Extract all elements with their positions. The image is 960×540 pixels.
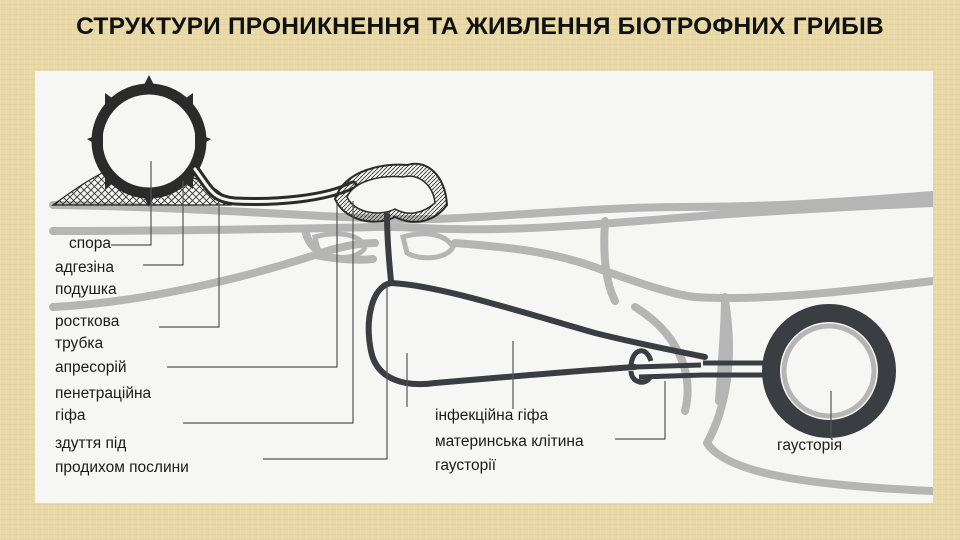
label-swelling-1: здуття під <box>55 435 127 452</box>
label-infection-hypha: інфекційна гіфа <box>435 407 549 424</box>
substomatal-swelling <box>365 280 638 388</box>
infection-hypha <box>388 280 708 360</box>
haustorium <box>762 304 896 438</box>
leader-lines <box>111 161 832 460</box>
label-haustorium: гаусторія <box>777 437 843 454</box>
label-haustorial-mother-cell-2: гаусторії <box>435 457 497 474</box>
haustorium-neck <box>703 360 763 378</box>
haustorial-mother-cell <box>628 348 704 385</box>
host-cell-walls <box>49 191 933 495</box>
label-adhesion-pad-1: адгезіна <box>55 259 114 276</box>
label-germ-tube-2: трубка <box>55 335 104 352</box>
guard-cells <box>311 231 456 261</box>
penetration-hypha <box>384 212 394 284</box>
label-spore: спора <box>69 235 112 252</box>
label-penetration-hypha-1: пенетраційна <box>55 385 152 402</box>
spore <box>87 75 211 207</box>
slide-title: СТРУКТУРИ ПРОНИКНЕННЯ ТА ЖИВЛЕННЯ БІОТРО… <box>76 13 884 40</box>
fungal-structure-diagram <box>49 75 933 495</box>
label-haustorial-mother-cell-1: материнська клітина <box>435 433 584 450</box>
appressorium <box>333 162 449 223</box>
label-penetration-hypha-2: гіфа <box>55 407 86 424</box>
label-appressorium: апресорій <box>55 359 127 376</box>
label-swelling-2: продихом послини <box>55 459 189 476</box>
label-adhesion-pad-2: подушка <box>55 281 117 298</box>
label-germ-tube-1: росткова <box>55 313 120 330</box>
diagram-panel: спора адгезіна подушка росткова трубка а… <box>35 71 933 503</box>
